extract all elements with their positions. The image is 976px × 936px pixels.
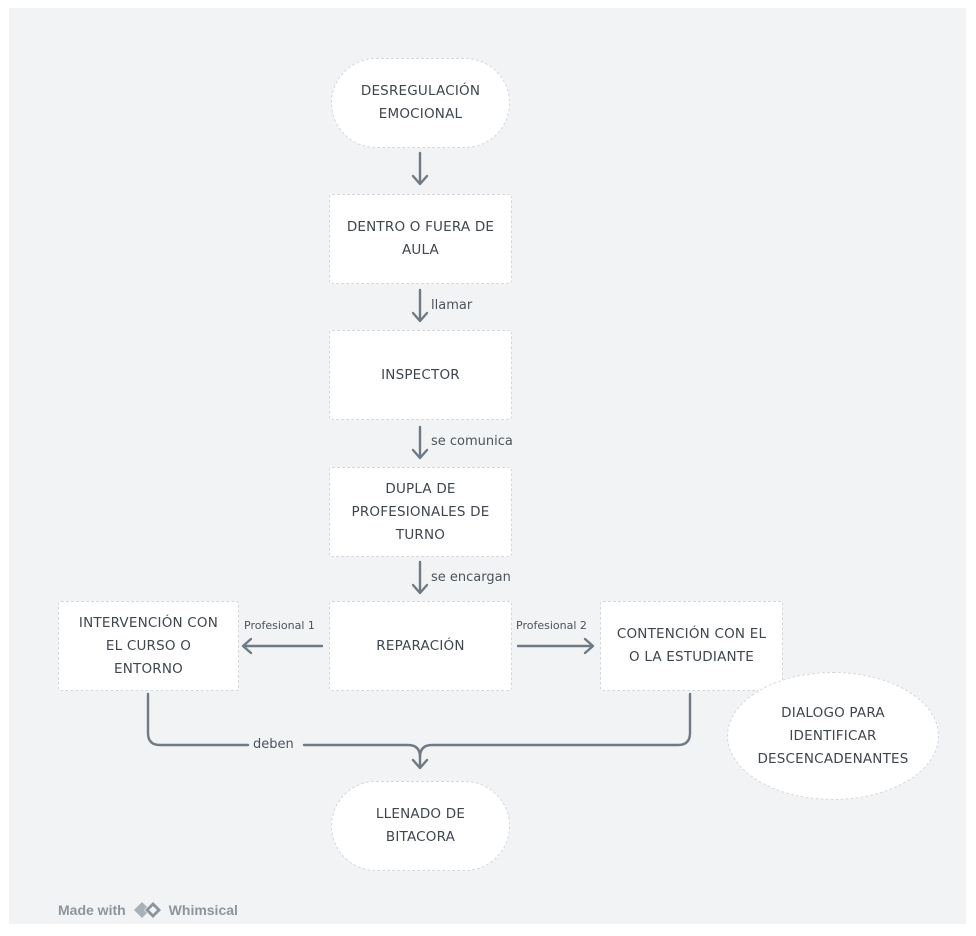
connector-reparacion-to-intervencion [241,637,324,655]
node-dupla-label: DUPLA DE PROFESIONALES DE TURNO [351,480,490,543]
edge-label-se-encargan: se encargan [431,570,511,585]
node-reparacion[interactable]: REPARACIÓN [329,601,512,691]
connector-dentro-to-inspector [411,288,429,323]
node-contencion-estudiante[interactable]: CONTENCIÓN CON EL O LA ESTUDIANTE [600,601,783,691]
edge-label-se-comunica: se comunica [431,434,513,449]
made-with-whimsical-badge[interactable]: Made with Whimsical [58,900,238,920]
node-dialogo-descencadenantes[interactable]: DIALOGO PARA IDENTIFICAR DESCENCADENANTE… [727,672,939,800]
node-dentro-fuera-label: DENTRO O FUERA DE AULA [346,219,495,258]
node-inspector[interactable]: INSPECTOR [329,330,512,420]
node-dupla-profesionales[interactable]: DUPLA DE PROFESIONALES DE TURNO [329,467,512,557]
whimsical-brand-label: Whimsical [168,902,238,918]
made-with-label: Made with [58,902,126,918]
node-llenado-bitacora[interactable]: LLENADO DE BITACORA [331,781,510,871]
node-contencion-label: CONTENCIÓN CON EL O LA ESTUDIANTE [616,626,767,665]
node-desregulacion-emocional[interactable]: DESREGULACIÓN EMOCIONAL [331,58,510,148]
connector-merge-to-llenado [146,692,692,770]
node-desregulacion-label: DESREGULACIÓN EMOCIONAL [360,83,481,122]
node-dentro-fuera-aula[interactable]: DENTRO O FUERA DE AULA [329,194,512,284]
node-reparacion-label: REPARACIÓN [376,637,465,654]
whimsical-logo-icon [133,902,161,918]
edge-label-profesional-1: Profesional 1 [244,619,315,632]
node-llenado-label: LLENADO DE BITACORA [375,806,466,845]
node-dialogo-label: DIALOGO PARA IDENTIFICAR DESCENCADENANTE… [757,704,909,767]
connector-reparacion-to-contencion [516,637,595,655]
edge-label-llamar: llamar [431,298,473,313]
connector-inspector-to-dupla [411,425,429,460]
edge-label-profesional-2: Profesional 2 [516,619,587,632]
edge-label-deben: deben [253,737,294,752]
node-inspector-label: INSPECTOR [381,366,460,383]
connector-desregulacion-to-dentro [411,151,429,186]
node-intervencion-curso[interactable]: INTERVENCIÓN CON EL CURSO O ENTORNO [58,601,239,691]
node-intervencion-label: INTERVENCIÓN CON EL CURSO O ENTORNO [78,614,219,677]
connector-dupla-to-reparacion [411,560,429,595]
